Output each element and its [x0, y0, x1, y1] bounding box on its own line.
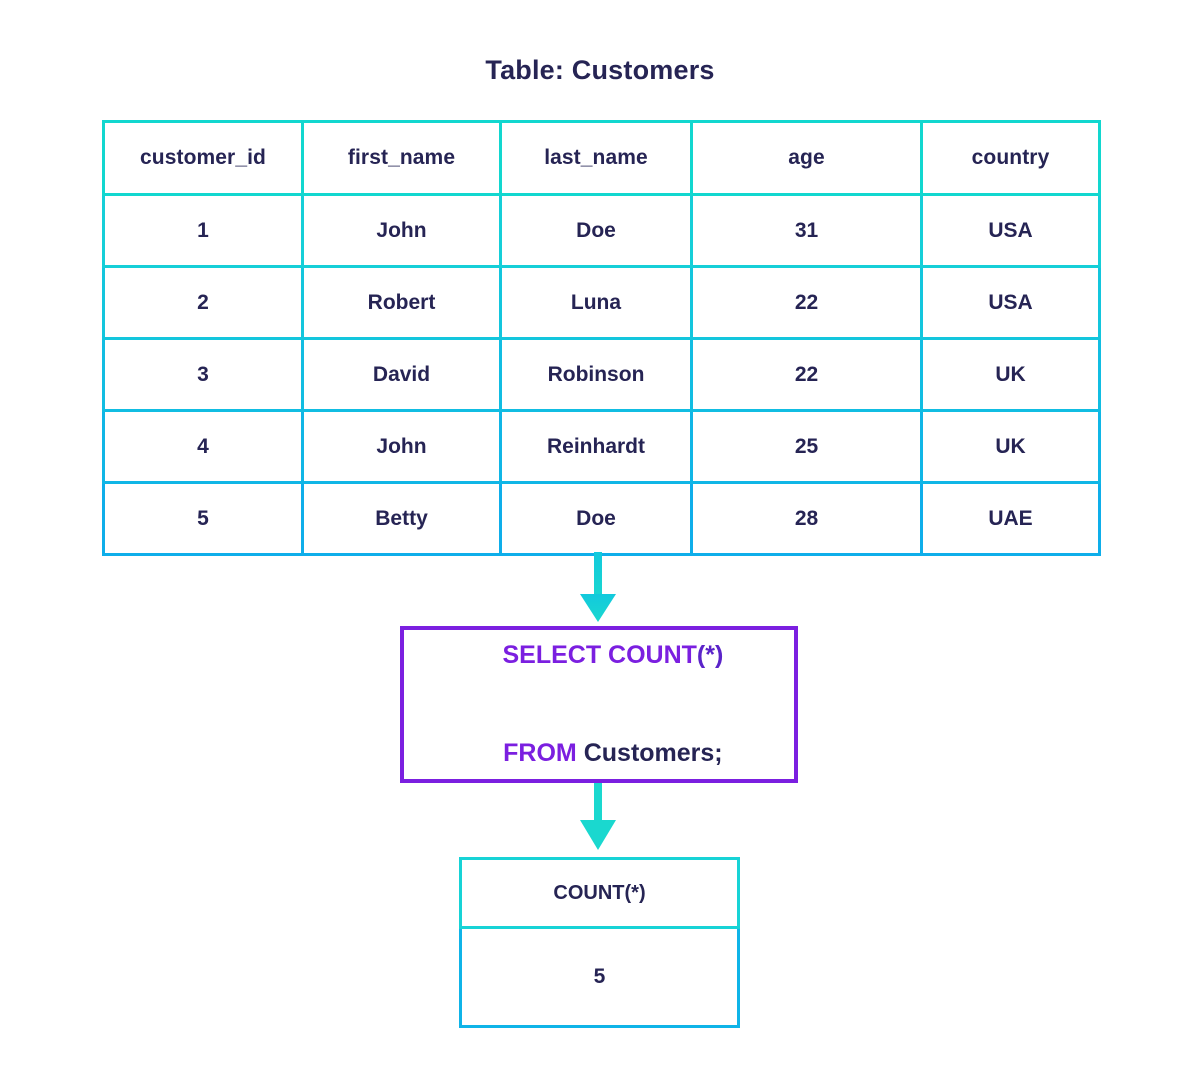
- sql-keyword-from: FROM: [503, 739, 577, 767]
- table-row: 2 Robert Luna 22 USA: [102, 265, 1101, 340]
- cell-first-name: John: [301, 409, 502, 484]
- table-row: 1 John Doe 31 USA: [102, 193, 1101, 268]
- table-header-row: customer_id first_name last_name age cou…: [102, 120, 1101, 196]
- sql-table-name: Customers;: [576, 739, 723, 767]
- table-row: 5 Betty Doe 28 UAE: [102, 481, 1101, 556]
- column-header-country: country: [920, 120, 1101, 196]
- cell-last-name: Robinson: [499, 337, 693, 412]
- cell-age: 22: [690, 265, 923, 340]
- sql-query-box: SELECT COUNT(*) FROM Customers;: [400, 626, 798, 783]
- cell-last-name: Doe: [499, 193, 693, 268]
- cell-first-name: David: [301, 337, 502, 412]
- cell-last-name: Doe: [499, 481, 693, 556]
- cell-first-name: Betty: [301, 481, 502, 556]
- column-header-last-name: last_name: [499, 120, 693, 196]
- cell-age: 25: [690, 409, 923, 484]
- cell-first-name: John: [301, 193, 502, 268]
- result-column-header-count: COUNT(*): [459, 857, 740, 929]
- cell-country: UK: [920, 337, 1101, 412]
- table-row: 4 John Reinhardt 25 UK: [102, 409, 1101, 484]
- sql-query-line-2: FROM Customers;: [475, 716, 722, 791]
- cell-age: 22: [690, 337, 923, 412]
- column-header-first-name: first_name: [301, 120, 502, 196]
- source-table-customers: customer_id first_name last_name age cou…: [102, 120, 1101, 556]
- cell-customer-id: 3: [102, 337, 304, 412]
- cell-customer-id: 1: [102, 193, 304, 268]
- cell-customer-id: 2: [102, 265, 304, 340]
- cell-country: USA: [920, 265, 1101, 340]
- cell-age: 28: [690, 481, 923, 556]
- cell-customer-id: 5: [102, 481, 304, 556]
- result-header-row: COUNT(*): [459, 857, 740, 929]
- cell-country: UAE: [920, 481, 1101, 556]
- cell-country: USA: [920, 193, 1101, 268]
- sql-paren-close: ): [714, 641, 724, 669]
- sql-paren-open: (: [696, 641, 706, 669]
- cell-age: 31: [690, 193, 923, 268]
- column-header-customer-id: customer_id: [102, 120, 304, 196]
- cell-first-name: Robert: [301, 265, 502, 340]
- result-table: COUNT(*) 5: [459, 857, 740, 1028]
- cell-last-name: Luna: [499, 265, 693, 340]
- cell-last-name: Reinhardt: [499, 409, 693, 484]
- sql-star: *: [705, 641, 715, 669]
- result-value-count: 5: [459, 926, 740, 1028]
- page-title: Table: Customers: [485, 55, 715, 85]
- sql-keyword-select-count: SELECT COUNT: [502, 641, 697, 669]
- cell-country: UK: [920, 409, 1101, 484]
- sql-query-line-1: SELECT COUNT(*): [475, 618, 724, 693]
- result-row: 5: [459, 926, 740, 1028]
- cell-customer-id: 4: [102, 409, 304, 484]
- column-header-age: age: [690, 120, 923, 196]
- table-row: 3 David Robinson 22 UK: [102, 337, 1101, 412]
